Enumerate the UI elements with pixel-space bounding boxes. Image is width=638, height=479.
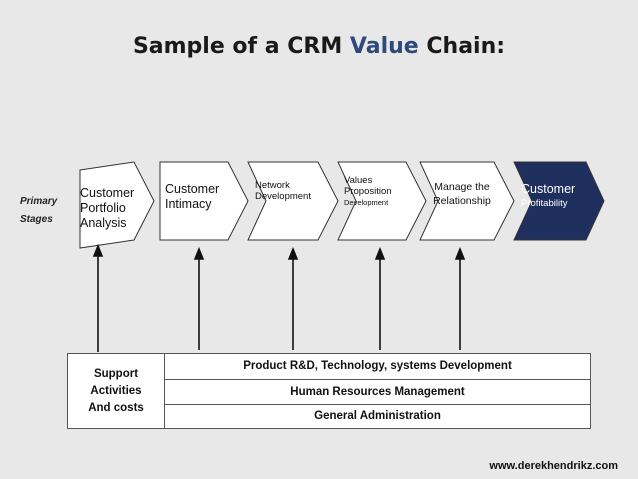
stage-6-line-1: Customer (521, 182, 576, 196)
stage-2-line-1: Customer (165, 182, 220, 196)
stage-chevron-6 (513, 161, 605, 241)
title-prefix: Sample of a CRM (132, 34, 343, 59)
arrow-head-1 (92, 243, 104, 257)
stage-label-5: Manage the Relationship (427, 180, 497, 208)
stage-2-line-2: Intimacy (165, 197, 212, 211)
website-url: www.derekhendrikz.com (489, 460, 618, 472)
support-row-product-rd: Product R&D, Technology, systems Develop… (165, 354, 590, 380)
support-label-line-3: And costs (88, 401, 144, 414)
arrow-head-2 (193, 246, 205, 260)
stage-6-line-2: Profitability (521, 198, 568, 209)
stage-label-3: Network Development (255, 180, 311, 202)
stage-1-line-3: Analysis (80, 216, 127, 230)
support-activities-table: Support Activities And costs Product R&D… (67, 353, 591, 429)
stage-1-line-1: Customer (80, 186, 135, 200)
stage-chevron-4 (337, 161, 427, 241)
arrow-head-3 (287, 246, 299, 260)
support-label-line-1: Support (93, 367, 139, 380)
stage-3-line-1: Network (255, 180, 290, 191)
page-title: Sample of a CRM Value Chain: (0, 34, 638, 59)
stage-3-line-2: Development (255, 191, 311, 202)
stage-4-line-2: Proposition (344, 186, 392, 197)
title-accent: Value (349, 34, 419, 59)
stage-4-line-3: Development (344, 198, 389, 207)
stage-5-line-1: Manage the (434, 181, 490, 193)
stage-chevron-2 (159, 161, 249, 241)
support-activities-cell: Support Activities And costs (68, 354, 165, 428)
stage-chevron-5 (419, 161, 515, 241)
support-row-general-administration: General Administration (314, 410, 441, 422)
arrow-head-5 (454, 246, 466, 260)
stage-label-6: Customer Profitability (521, 182, 575, 210)
primary-label-line2: Stages (20, 214, 53, 225)
title-suffix: Chain: (426, 34, 506, 59)
primary-label-line1: Primary (20, 196, 58, 207)
stage-4-line-1: Values (344, 175, 373, 186)
stage-chevron-3 (247, 161, 339, 241)
stage-label-2: Customer Intimacy (165, 182, 219, 212)
primary-stages-label: Primary Stages (20, 193, 57, 229)
stage-chevron-1 (79, 161, 155, 249)
stage-label-1: Customer Portfolio Analysis (80, 186, 134, 231)
stage-label-4: Values Proposition Development (344, 175, 392, 208)
support-row-human-resources: Human Resources Management (165, 380, 590, 405)
arrow-head-4 (374, 246, 386, 260)
support-label-line-2: Activities (90, 384, 142, 397)
stage-1-line-2: Portfolio (80, 201, 126, 215)
stage-5-line-2: Relationship (433, 195, 491, 207)
